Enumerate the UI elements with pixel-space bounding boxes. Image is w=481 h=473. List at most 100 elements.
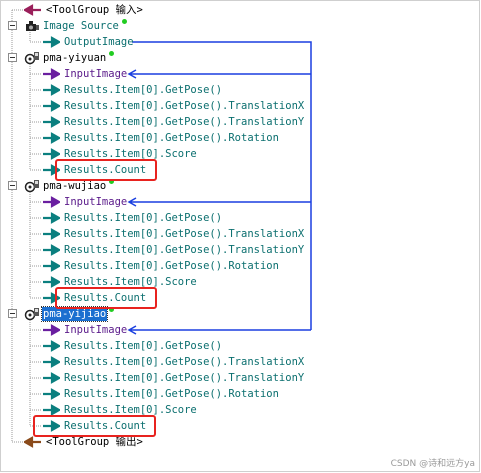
tree-row-tool-0: pma-yiyuan	[0, 50, 481, 66]
expander-tool-1[interactable]	[8, 181, 17, 190]
output-label: Results.Item[0].Score	[64, 148, 197, 160]
output-arrow-icon	[43, 84, 60, 96]
tree-row-input-image: InputImage	[0, 194, 481, 210]
tree-row-input-image: InputImage	[0, 66, 481, 82]
pattern-tool-icon	[24, 180, 39, 193]
tree-row-tool-2-node[interactable]: pma-yijiao	[24, 306, 115, 322]
tree-row-group-output: <ToolGroup 输出>	[0, 434, 481, 450]
output-label: Results.Count	[64, 164, 147, 176]
tree-row-output-node[interactable]: Results.Item[0].GetPose().TranslationY	[42, 114, 305, 130]
output-arrow-icon	[43, 372, 60, 384]
output-arrow-icon	[43, 260, 60, 272]
tree-row-output-node[interactable]: Results.Count	[42, 418, 147, 434]
tree-row-output-node[interactable]: Results.Item[0].GetPose()	[42, 210, 223, 226]
tool-name-label: pma-wujiao	[43, 180, 107, 192]
output-label: Results.Item[0].GetPose().TranslationY	[64, 244, 305, 256]
tree-row-output-node[interactable]: Results.Item[0].GetPose().TranslationX	[42, 354, 305, 370]
tree-row-output: Results.Item[0].GetPose()	[0, 338, 481, 354]
tree-row-output: Results.Item[0].GetPose().TranslationX	[0, 354, 481, 370]
expander-tool-0[interactable]	[8, 53, 17, 62]
tree-row-group-input-node[interactable]: <ToolGroup 输入>	[24, 2, 144, 18]
output-arrow-icon	[43, 100, 60, 112]
tree-row-group-output-node[interactable]: <ToolGroup 输出>	[24, 434, 144, 450]
input-arrow-icon	[43, 196, 60, 208]
output-arrow-icon	[43, 132, 60, 144]
tree-row-output: Results.Item[0].GetPose().TranslationY	[0, 114, 481, 130]
group-output-arrow-icon	[24, 436, 41, 448]
tree-row-output: Results.Item[0].GetPose().TranslationX	[0, 98, 481, 114]
highlight-box-results-count-3	[33, 415, 156, 437]
tree-row-output: Results.Item[0].GetPose().Rotation	[0, 386, 481, 402]
output-arrow-icon	[43, 404, 60, 416]
tree-row-input-image: InputImage	[0, 322, 481, 338]
tree-row-output-node[interactable]: Results.Item[0].GetPose().TranslationX	[42, 98, 305, 114]
tree-row-input-image-node[interactable]: InputImage	[42, 66, 128, 82]
output-label: Results.Count	[64, 292, 147, 304]
image-source-label: Image Source	[43, 20, 119, 32]
tree-row-output: Results.Item[0].GetPose()	[0, 210, 481, 226]
tree-row-output-node[interactable]: Results.Item[0].Score	[42, 402, 198, 418]
output-arrow-icon	[43, 340, 60, 352]
tree-row-output-node[interactable]: Results.Item[0].Score	[42, 146, 198, 162]
tree-row-output-node[interactable]: Results.Item[0].GetPose()	[42, 338, 223, 354]
output-arrow-icon	[43, 148, 60, 160]
tree-row-output-node[interactable]: Results.Item[0].GetPose().Rotation	[42, 386, 280, 402]
output-arrow-icon	[43, 228, 60, 240]
tree-row-output-node[interactable]: Results.Item[0].GetPose().TranslationY	[42, 370, 305, 386]
input-arrow-icon	[43, 68, 60, 80]
tree-row-output: Results.Item[0].GetPose().Rotation	[0, 258, 481, 274]
tool-name-label: pma-yijiao	[40, 306, 109, 322]
input-image-label: InputImage	[64, 196, 128, 208]
output-label: Results.Item[0].GetPose().TranslationY	[64, 116, 305, 128]
output-label: Results.Count	[64, 420, 147, 432]
status-dot-icon	[121, 18, 127, 24]
tree-row-image-source-node[interactable]: Image Source	[24, 18, 127, 34]
tree-row-output-node[interactable]: Results.Item[0].GetPose().TranslationX	[42, 226, 305, 242]
output-arrow-icon	[43, 388, 60, 400]
input-image-label: InputImage	[64, 324, 128, 336]
tree-row-tool-1-node[interactable]: pma-wujiao	[24, 178, 115, 194]
output-image-label: OutputImage	[64, 36, 134, 48]
output-label: Results.Item[0].GetPose().Rotation	[64, 388, 279, 400]
tree-row-output-node[interactable]: Results.Item[0].GetPose().TranslationY	[42, 242, 305, 258]
tree-row-input-image-node[interactable]: InputImage	[42, 322, 128, 338]
output-label: Results.Item[0].GetPose()	[64, 84, 223, 96]
tree-row-output-image-node[interactable]: OutputImage	[42, 34, 135, 50]
tree-row-output-node[interactable]: Results.Item[0].Score	[42, 274, 198, 290]
tree-row-output-node[interactable]: Results.Item[0].GetPose().Rotation	[42, 130, 280, 146]
output-arrow-icon	[43, 244, 60, 256]
expander-image-source[interactable]	[8, 21, 17, 30]
output-arrow-icon	[43, 420, 60, 432]
tree-row-input-image-node[interactable]: InputImage	[42, 194, 128, 210]
status-dot-icon	[109, 178, 115, 184]
expander-tool-2[interactable]	[8, 309, 17, 318]
tree-row-output-image: OutputImage	[0, 34, 481, 50]
tool-name-label: pma-yiyuan	[43, 52, 107, 64]
tree-row-image-source: Image Source	[0, 18, 481, 34]
group-output-label: <ToolGroup 输出>	[46, 436, 143, 448]
output-label: Results.Item[0].GetPose().TranslationX	[64, 356, 305, 368]
output-label: Results.Item[0].GetPose().Rotation	[64, 132, 279, 144]
tree-row-tool-2: pma-yijiao	[0, 306, 481, 322]
status-dot-icon	[109, 50, 115, 56]
status-dot-icon	[109, 306, 115, 312]
output-label: Results.Item[0].GetPose()	[64, 212, 223, 224]
pattern-tool-icon	[24, 308, 39, 321]
tree-row-output: Results.Item[0].Score	[0, 402, 481, 418]
tree-row-tool-0-node[interactable]: pma-yiyuan	[24, 50, 115, 66]
output-arrow-icon	[43, 36, 60, 48]
output-arrow-icon	[43, 212, 60, 224]
input-image-label: InputImage	[64, 68, 128, 80]
tree-row-group-input: <ToolGroup 输入>	[0, 2, 481, 18]
input-arrow-icon	[43, 324, 60, 336]
tree-row-output: Results.Item[0].Score	[0, 146, 481, 162]
output-arrow-icon	[43, 276, 60, 288]
tree-row-output-node[interactable]: Results.Item[0].GetPose()	[42, 82, 223, 98]
tree-row-output: Results.Item[0].GetPose().TranslationY	[0, 370, 481, 386]
highlight-box-results-count-2	[55, 287, 157, 309]
output-arrow-icon	[43, 356, 60, 368]
camera-icon	[26, 21, 39, 31]
output-label: Results.Item[0].GetPose().TranslationX	[64, 228, 305, 240]
tree-row-output-node[interactable]: Results.Item[0].GetPose().Rotation	[42, 258, 280, 274]
